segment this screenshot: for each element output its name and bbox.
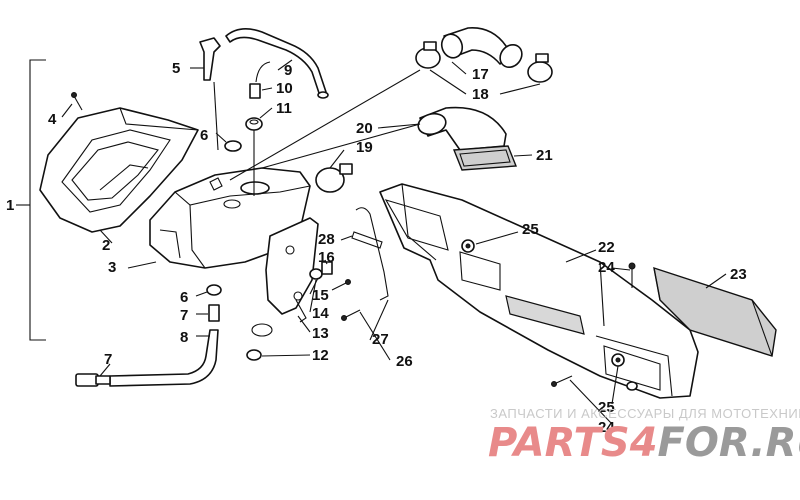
callout-28: 28 [318, 231, 335, 248]
callout-21: 21 [536, 147, 553, 164]
callout-2: 2 [102, 237, 110, 254]
screw-24-bottom [551, 375, 573, 387]
grommet-11 [245, 117, 263, 131]
clamp-18-left [415, 41, 441, 69]
callout-25-top: 25 [522, 221, 539, 238]
rubber-coupler [440, 27, 523, 69]
callout-12: 12 [312, 347, 329, 364]
callout-9: 9 [284, 62, 292, 79]
vent-fitting [249, 61, 271, 99]
bolt-14 [331, 279, 351, 291]
spacer-16 [321, 261, 333, 275]
watermark-brand-icon: 4 [629, 420, 658, 466]
watermark-brand-dark: FOR.RU [658, 420, 800, 466]
watermark-brand-red: PARTS [488, 420, 630, 466]
callout-5: 5 [172, 60, 180, 77]
callout-17: 17 [472, 66, 489, 83]
support-rod [351, 207, 389, 301]
grommet-6-top [224, 140, 242, 152]
mount-bracket [265, 217, 319, 323]
clamp-18-right [527, 53, 553, 83]
callout-22: 22 [598, 239, 615, 256]
foam-filter [653, 266, 777, 357]
breather-hose [225, 28, 329, 99]
elbow-fitting [199, 37, 221, 81]
callout-3: 3 [108, 259, 116, 276]
silencer-housing [379, 183, 699, 399]
callout-11: 11 [276, 100, 292, 117]
callout-7-lower: 7 [104, 351, 112, 368]
airbox-cover [39, 107, 199, 233]
callout-25-bottom: 25 [598, 399, 615, 416]
screw-26 [341, 309, 361, 321]
callout-7-upper: 7 [180, 307, 188, 324]
watermark-brand: PARTS4FOR.RU [488, 420, 800, 466]
fitting-5-axis [213, 81, 219, 151]
leader-lines [61, 59, 727, 425]
clamp-19 [315, 163, 353, 193]
callout-18: 18 [472, 86, 489, 103]
callout-26: 26 [396, 353, 413, 370]
screw-24-top [628, 262, 636, 288]
nut-25-bottom [626, 381, 638, 391]
drain-hose-8 [109, 329, 219, 387]
hose-fitting-7 [208, 304, 220, 322]
callout-10: 10 [276, 80, 293, 97]
callout-13: 13 [312, 325, 329, 342]
nut-15 [309, 268, 323, 280]
callout-6-bottom: 6 [180, 289, 188, 306]
grommet-6-bottom [206, 284, 222, 296]
callout-24-bottom: 24 [598, 419, 615, 436]
callout-16: 16 [318, 249, 335, 266]
callout-4: 4 [48, 111, 57, 128]
callout-19: 19 [356, 139, 373, 156]
callout-8: 8 [180, 329, 188, 346]
callout-27: 27 [372, 331, 389, 348]
site-watermark: ЗАПЧАСТИ И АКСЕССУАРЫ ДЛЯ МОТОТЕХНИКИ PA… [488, 406, 800, 466]
callout-14: 14 [312, 305, 329, 322]
coupler-alignment-line [229, 69, 421, 181]
callout-labels: 1 2 3 4 5 6 6 7 7 8 9 10 11 12 13 14 15 … [6, 60, 747, 436]
callout-6-top: 6 [200, 127, 208, 144]
intake-elbow [417, 106, 507, 151]
foam-seal-21 [452, 145, 518, 171]
callout-1: 1 [6, 197, 14, 214]
watermark-tagline: ЗАПЧАСТИ И АКСЕССУАРЫ ДЛЯ МОТОТЕХНИКИ [490, 406, 800, 421]
callout-23: 23 [730, 266, 747, 283]
hose-fitting-7-end [75, 373, 111, 387]
duct-alignment-line [261, 123, 421, 169]
washer-12 [246, 323, 273, 361]
cover-screw [71, 92, 83, 111]
callout-20: 20 [356, 120, 373, 137]
group-bracket [29, 59, 46, 341]
callout-24-top: 24 [598, 259, 615, 276]
callout-15: 15 [312, 287, 329, 304]
